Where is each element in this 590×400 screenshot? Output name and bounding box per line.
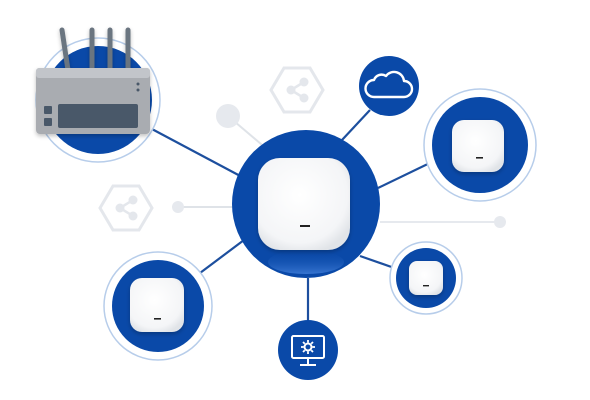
router-icon [36, 27, 150, 134]
share-hexagon-icon [98, 184, 154, 232]
access-point-top-right-node[interactable] [423, 88, 537, 202]
link-access-point-bottom-left [195, 239, 245, 277]
link-router [149, 127, 245, 179]
faint-dot [172, 201, 184, 213]
access-point-icon [258, 158, 350, 250]
central-glow [268, 250, 344, 274]
management-monitor-node[interactable] [278, 320, 338, 380]
router-node[interactable] [35, 27, 161, 163]
cloud-disc [359, 56, 419, 116]
access-point-icon [130, 278, 184, 332]
connection-links [149, 109, 437, 322]
faint-dot [216, 104, 240, 128]
access-point-icon [452, 120, 504, 172]
access-point-mid-right-node[interactable] [389, 241, 463, 315]
share-hexagon-icon [269, 66, 325, 114]
link-cloud [341, 109, 371, 141]
cloud-icon [364, 70, 414, 99]
access-point-icon [409, 261, 443, 295]
background-decorations [98, 66, 506, 232]
cloud-node[interactable] [359, 56, 419, 116]
access-point-bottom-left-node[interactable] [103, 251, 213, 361]
faint-dot [494, 216, 506, 228]
central-access-point-node[interactable] [232, 130, 380, 278]
link-access-point-top-right [377, 159, 437, 189]
monitor-gear-icon [291, 335, 325, 366]
